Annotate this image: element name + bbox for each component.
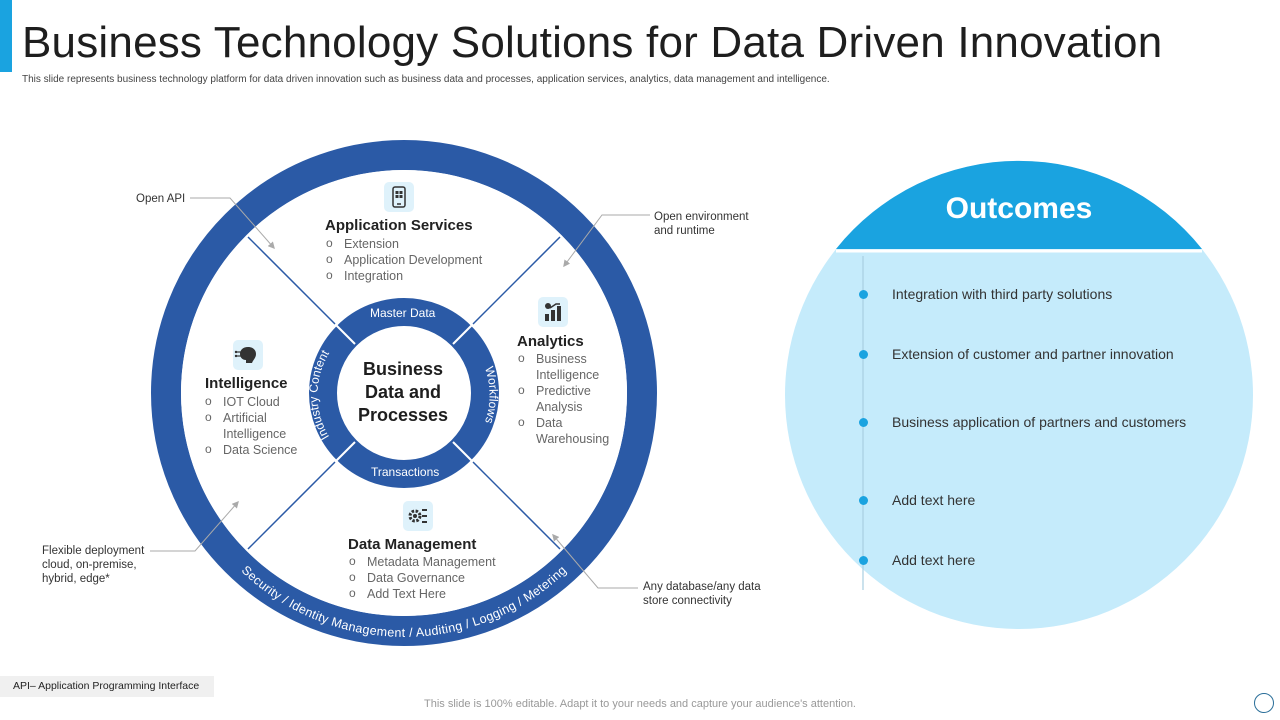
list-item-continued: Intelligence bbox=[223, 427, 287, 441]
brain-chip-icon bbox=[233, 340, 263, 370]
list-item: Extension bbox=[326, 235, 482, 252]
inner-ring-top-label: Master Data bbox=[370, 306, 436, 320]
callout-line: hybrid, edge* bbox=[42, 573, 110, 585]
inner-ring-separator bbox=[334, 323, 356, 345]
list-item: Metadata Management bbox=[349, 553, 496, 570]
callout-line-flex bbox=[150, 500, 239, 552]
application-services-list: Extension Application Development Integr… bbox=[326, 235, 482, 284]
list-item: Predictive bbox=[518, 382, 609, 399]
intelligence-title: Intelligence bbox=[205, 375, 288, 392]
outcomes-header-band bbox=[836, 160, 1202, 249]
intelligence-list: IOT Cloud Artificial Intelligence Data S… bbox=[205, 393, 297, 458]
list-item: Data bbox=[518, 414, 609, 431]
page-subtitle: This slide represents business technolog… bbox=[22, 74, 830, 85]
outcome-item: Business application of partners and cus… bbox=[892, 414, 1187, 430]
divider-line-ne bbox=[461, 236, 561, 336]
api-footnote: API– Application Programming Interface bbox=[0, 676, 214, 697]
inner-ring-separator bbox=[334, 441, 356, 463]
outcome-item: Add text here bbox=[892, 492, 976, 508]
center-label-line: Business bbox=[362, 359, 444, 379]
outcome-bullet bbox=[859, 290, 868, 299]
center-label-line: Data and bbox=[364, 382, 442, 402]
outcome-bullet bbox=[859, 418, 868, 427]
list-item-continued: Analysis bbox=[536, 400, 583, 414]
center-label: Business Data and Processes bbox=[338, 358, 468, 427]
editable-note: This slide is 100% editable. Adapt it to… bbox=[424, 698, 856, 710]
callout-line: Any database/any data bbox=[643, 581, 761, 593]
outcome-item: Integration with third party solutions bbox=[892, 286, 1113, 302]
list-item: Data Science bbox=[205, 441, 297, 458]
data-management-title: Data Management bbox=[348, 536, 477, 553]
inner-ring-separator bbox=[452, 441, 474, 463]
divider-line-se bbox=[461, 450, 561, 550]
callout-line: store connectivity bbox=[643, 595, 732, 607]
callout-database: Any database/any data store connectivity bbox=[643, 580, 761, 608]
callout-line-db bbox=[552, 533, 638, 589]
application-services-title: Application Services bbox=[325, 217, 473, 234]
callout-line: and runtime bbox=[654, 225, 715, 237]
divider-line-sw bbox=[247, 450, 347, 550]
outcomes-circle bbox=[785, 161, 1253, 629]
list-item: IOT Cloud bbox=[205, 393, 297, 410]
mobile-app-icon bbox=[384, 182, 414, 212]
outer-ring bbox=[151, 140, 657, 646]
analytics-title: Analytics bbox=[517, 333, 584, 350]
center-label-line: Processes bbox=[357, 405, 449, 425]
outcome-bullet bbox=[859, 496, 868, 505]
gear-list-icon bbox=[403, 501, 433, 531]
outcome-bullet bbox=[859, 556, 868, 565]
outcome-item: Add text here bbox=[892, 552, 976, 568]
callout-line: Open environment bbox=[654, 211, 749, 223]
inner-ring-separator bbox=[452, 323, 474, 345]
callout-open-api: Open API bbox=[136, 193, 186, 205]
title-accent-bar bbox=[0, 0, 12, 72]
analytics-list: Business Intelligence Predictive Analysi… bbox=[518, 350, 610, 447]
callout-flexible-deployment: Flexible deployment cloud, on-premise, h… bbox=[42, 544, 144, 586]
chart-growth-icon bbox=[538, 297, 568, 327]
outcome-item: Extension of customer and partner innova… bbox=[892, 346, 1174, 362]
inner-ring bbox=[309, 298, 499, 488]
list-item: Artificial bbox=[205, 409, 297, 426]
outcome-bullet bbox=[859, 350, 868, 359]
list-item-continued: Intelligence bbox=[536, 368, 600, 382]
callout-line-open-env bbox=[563, 214, 650, 268]
callout-line: Flexible deployment bbox=[42, 545, 145, 557]
callout-open-environment: Open environment and runtime bbox=[654, 210, 749, 238]
list-item: Data Governance bbox=[349, 569, 496, 586]
divider-line-nw bbox=[247, 236, 347, 336]
list-item-continued: Warehousing bbox=[536, 432, 610, 446]
inner-ring-bottom-label: Transactions bbox=[371, 465, 440, 479]
slide-nav-circle-icon[interactable] bbox=[1254, 693, 1274, 713]
page-title: Business Technology Solutions for Data D… bbox=[22, 18, 1163, 67]
callout-line-open-api bbox=[190, 197, 275, 250]
outcomes-title: Outcomes bbox=[945, 192, 1093, 225]
list-item: Business bbox=[518, 350, 609, 367]
data-management-list: Metadata Management Data Governance Add … bbox=[349, 553, 496, 602]
list-item: Add Text Here bbox=[349, 585, 496, 602]
list-item: Integration bbox=[326, 267, 482, 284]
callout-line: cloud, on-premise, bbox=[42, 559, 137, 571]
list-item: Application Development bbox=[326, 251, 482, 268]
